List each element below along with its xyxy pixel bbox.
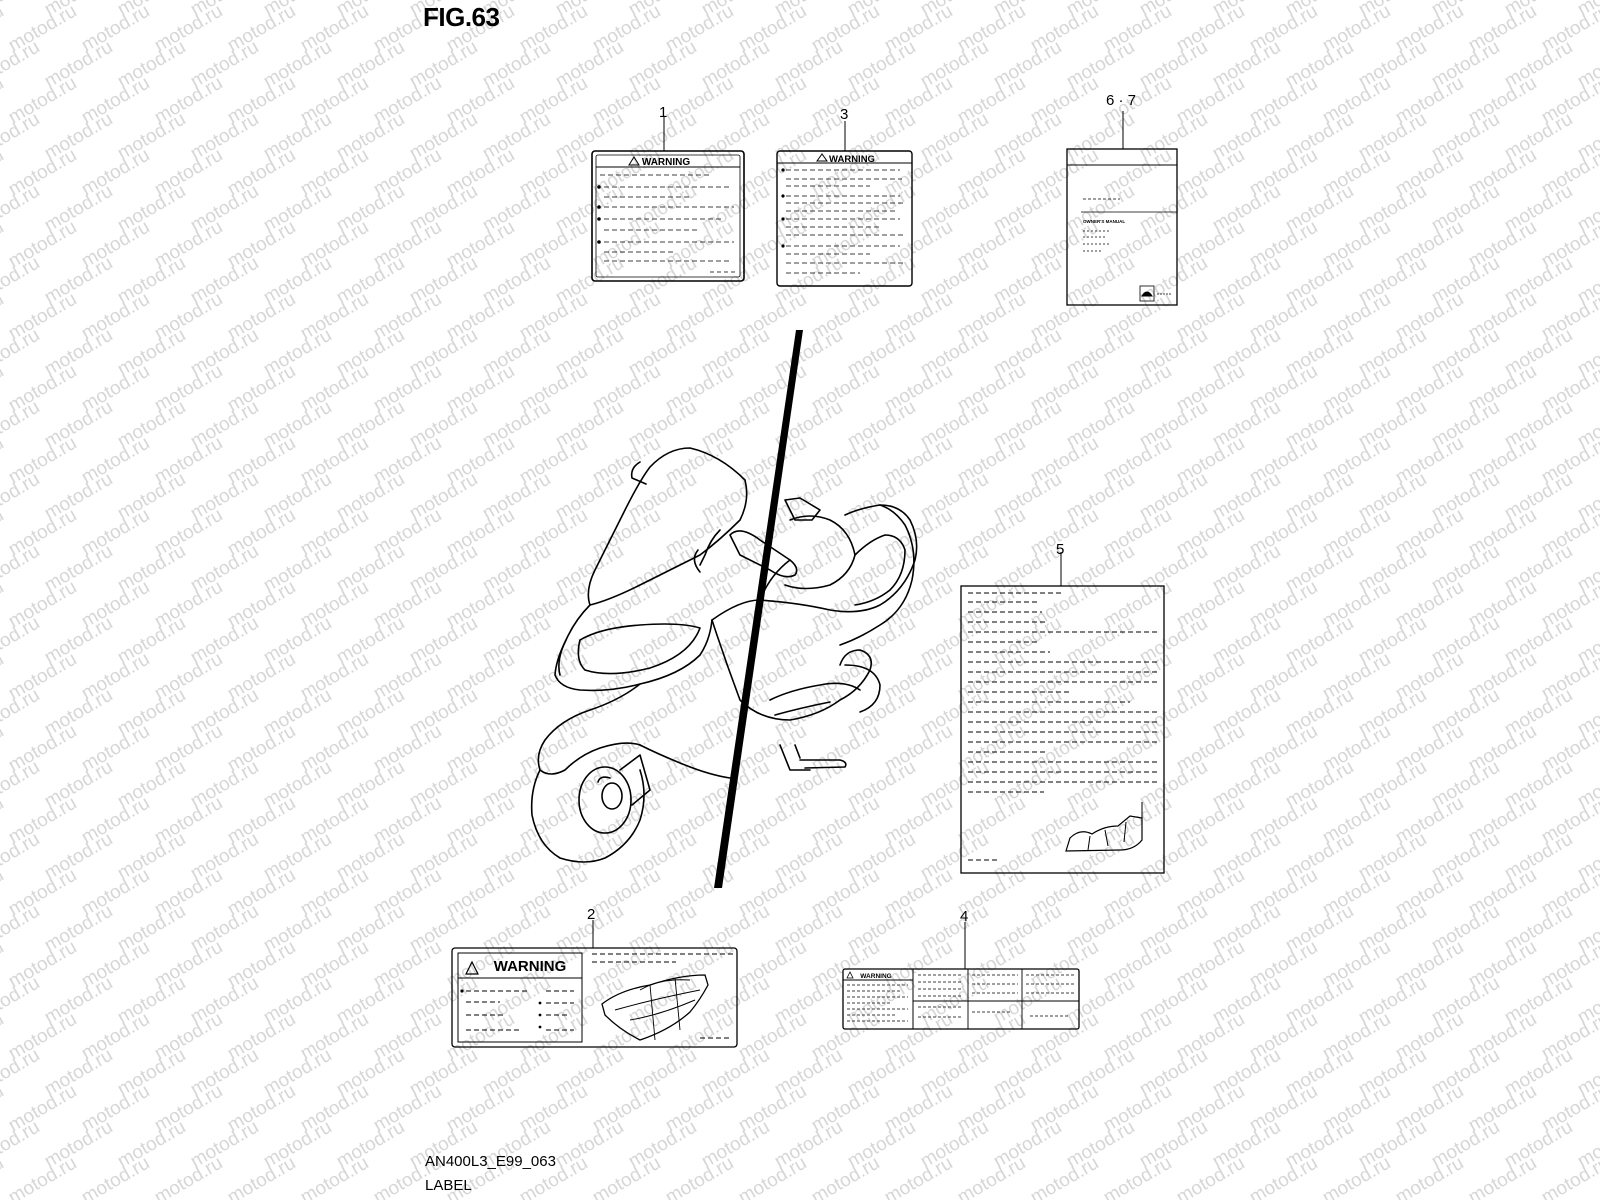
label-2-warning-text: WARNING [494,958,567,975]
pointer-line [714,330,803,888]
label-4-warning-text: WARNING [860,973,891,980]
callout-3: 3 [840,106,849,123]
scooter-illustration [530,447,918,863]
figure-title: FIG.63 [423,2,500,32]
owners-manual-text: OWNER'S MANUAL [1083,219,1125,224]
label-5-info [960,585,1165,874]
callout-4: 4 [960,908,969,925]
label-1-warning-text: WARNING [642,157,691,168]
label-3-warning [776,150,913,287]
callout-6-7: 6 · 7 [1106,92,1137,109]
figure-code: AN400L3_E99_063 [425,1153,556,1170]
label-6-7-owners-manual [1066,148,1178,306]
label-3-warning-text: WARNING [829,154,875,165]
figure-caption: LABEL [425,1177,472,1194]
callout-5: 5 [1056,541,1065,558]
callout-2: 2 [587,906,596,923]
label-1-warning [591,150,745,282]
callout-1: 1 [659,104,668,121]
